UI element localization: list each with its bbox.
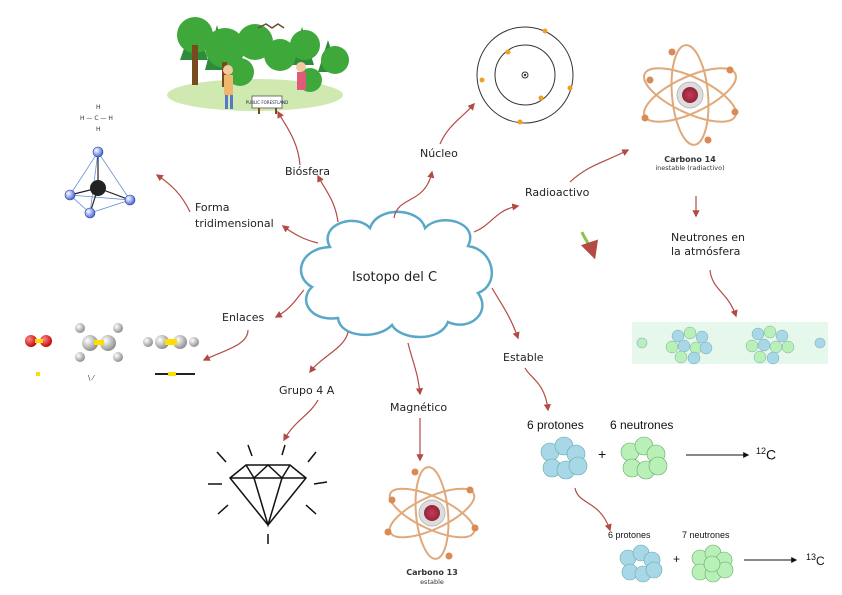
arrow-to-nucleo	[393, 170, 435, 219]
label-estable: Estable	[503, 351, 544, 364]
c12-symbol: C	[766, 446, 777, 463]
hydrogen-atom	[64, 189, 76, 201]
branch-arrows	[155, 102, 738, 532]
diamond-icon	[208, 444, 328, 544]
methane-top-h: H	[96, 104, 101, 111]
center-cloud	[299, 210, 494, 339]
arrow-estable-img	[524, 367, 551, 412]
carbon14-atom	[641, 44, 739, 146]
label-tridimensional: tridimensional	[195, 217, 274, 230]
c13-neutrons	[691, 544, 734, 583]
arrow-neutrones-img	[709, 269, 738, 318]
methane-tetrahedron: H H — C — H H	[64, 104, 136, 219]
c12-mass-number: 12	[756, 446, 767, 456]
green-arrow	[580, 231, 598, 260]
c12-isotope: 12C	[756, 446, 776, 463]
arrow-biosfera-img	[277, 110, 301, 166]
c13-mass-number: 13	[806, 552, 817, 562]
arrow-to-grupo	[309, 331, 349, 374]
arrow-nucleo-img	[439, 102, 475, 145]
atmosphere-nuclei	[632, 322, 828, 365]
ethene-molecule: \ ⁄	[75, 323, 123, 382]
c13-protons-label: 6 protones	[608, 530, 651, 540]
person-right-icon	[296, 62, 306, 90]
label-forma: Forma	[195, 201, 230, 214]
hydrogen-atom	[92, 146, 104, 158]
hydrogen-atom	[124, 194, 136, 206]
arrow-to-estable	[491, 287, 520, 340]
c13-nuclei	[619, 544, 798, 583]
label-enlaces: Enlaces	[222, 311, 265, 324]
arrow-enlaces-img	[202, 329, 249, 361]
carbon13-desc: estable	[420, 578, 444, 586]
center-title: Isotopo del C	[352, 270, 438, 285]
bond-molecules: \ ⁄	[25, 323, 199, 382]
forest-sign: PUBLIC FORESTLAND	[246, 100, 288, 105]
arrow-forma-img	[155, 174, 191, 213]
c12-neutrons	[620, 436, 668, 480]
carbon13-atom	[384, 466, 479, 560]
carbon14-name: Carbono 14	[664, 155, 716, 164]
svg-text:\ ⁄: \ ⁄	[88, 374, 96, 382]
label-nucleo: Núcleo	[420, 147, 458, 160]
person-left-icon	[223, 65, 233, 109]
c12-neutrons-label: 6 neutrones	[610, 418, 674, 432]
arrow-grupo-img	[283, 399, 319, 442]
forest-illustration: PUBLIC FORESTLAND	[167, 17, 349, 114]
carbon14-desc: inestable (radiactivo)	[655, 164, 725, 172]
c12-protons	[540, 436, 588, 480]
c13-plus: +	[673, 552, 681, 566]
c12-nuclei	[525, 416, 787, 486]
label-biosfera: Biósfera	[285, 165, 330, 178]
arrow-radioactivo-img	[569, 149, 630, 183]
carbon13-name: Carbono 13	[406, 568, 458, 577]
label-grupo: Grupo 4 A	[279, 384, 335, 397]
label-neutrones: Neutrones en	[671, 231, 745, 244]
label-radioactivo: Radioactivo	[525, 186, 590, 199]
double-bond-o2	[25, 335, 52, 376]
c13-neutrons-label: 7 neutrones	[682, 530, 730, 540]
bird-icon	[257, 23, 285, 29]
methane-bottom-h: H	[96, 126, 101, 133]
nucleus-orbit-diagram	[476, 26, 574, 125]
label-magnetico: Magnético	[390, 401, 448, 414]
arrow-to-radioactivo	[473, 203, 520, 233]
c13-protons	[619, 544, 663, 583]
carbon-atom	[90, 180, 106, 196]
arrow-to-enlaces	[274, 289, 305, 318]
hydrogen-atom	[84, 207, 96, 219]
ethyne-molecule	[143, 335, 199, 376]
c13-symbol: C	[816, 554, 825, 568]
label-atmosfera: la atmósfera	[671, 245, 741, 258]
arrow-to-magnetico	[407, 342, 424, 396]
methane-formula-row: H — C — H	[80, 115, 113, 122]
c12-plus: +	[598, 446, 607, 462]
arrow-c12-c13	[574, 487, 612, 532]
c13-isotope: 13C	[806, 552, 825, 568]
arrow-to-biosfera	[317, 174, 339, 223]
c12-protons-label: 6 protones	[527, 418, 584, 432]
arrow-to-forma	[281, 225, 319, 244]
